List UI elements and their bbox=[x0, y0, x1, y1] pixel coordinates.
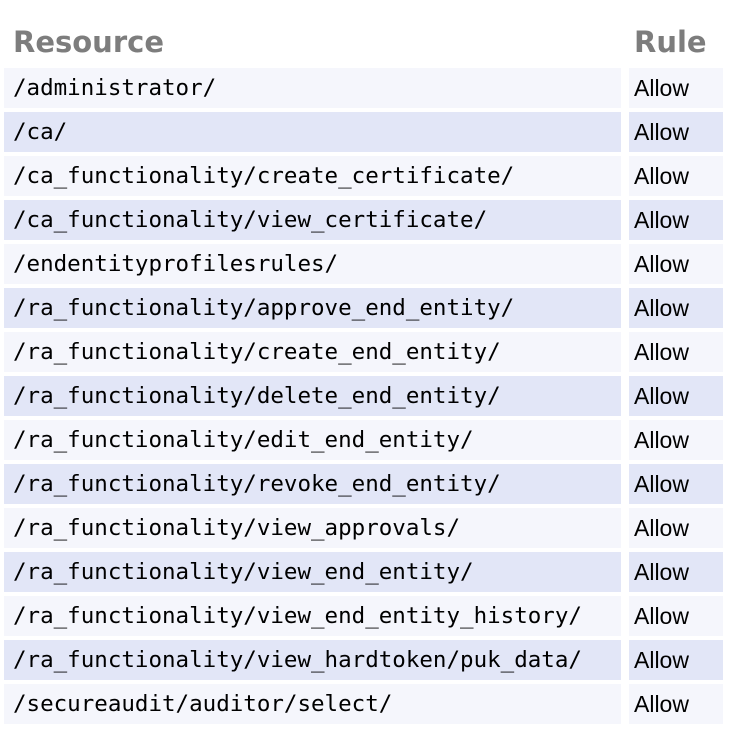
resource-path-cell: /endentityprofilesrules/ bbox=[4, 244, 621, 284]
resource-path-cell: /ra_functionality/edit_end_entity/ bbox=[4, 420, 621, 460]
table-row: /ra_functionality/view_end_entity_histor… bbox=[4, 596, 723, 636]
table-row: /ca_functionality/create_certificate/ Al… bbox=[4, 156, 723, 196]
resource-path-cell: /ra_functionality/view_end_entity/ bbox=[4, 552, 621, 592]
rule-value-cell: Allow bbox=[629, 200, 723, 240]
table-row: /ra_functionality/view_end_entity/ Allow bbox=[4, 552, 723, 592]
rule-value-cell: Allow bbox=[629, 464, 723, 504]
rule-value-cell: Allow bbox=[629, 288, 723, 328]
rule-value-cell: Allow bbox=[629, 156, 723, 196]
resource-path-cell: /ra_functionality/view_end_entity_histor… bbox=[4, 596, 621, 636]
table-row: /ra_functionality/edit_end_entity/ Allow bbox=[4, 420, 723, 460]
rule-value-cell: Allow bbox=[629, 68, 723, 108]
resource-path-cell: /ra_functionality/delete_end_entity/ bbox=[4, 376, 621, 416]
table-row: /ra_functionality/view_hardtoken/puk_dat… bbox=[4, 640, 723, 680]
resource-path-cell: /ra_functionality/view_approvals/ bbox=[4, 508, 621, 548]
rule-value-cell: Allow bbox=[629, 508, 723, 548]
rule-column-header: Rule bbox=[634, 25, 707, 59]
resource-path-cell: /ra_functionality/approve_end_entity/ bbox=[4, 288, 621, 328]
resource-path-cell: /administrator/ bbox=[4, 68, 621, 108]
resource-path-cell: /ra_functionality/create_end_entity/ bbox=[4, 332, 621, 372]
table-row: /ca_functionality/view_certificate/ Allo… bbox=[4, 200, 723, 240]
rule-value-cell: Allow bbox=[629, 332, 723, 372]
table-row: /ra_functionality/revoke_end_entity/ All… bbox=[4, 464, 723, 504]
resource-path-cell: /ca_functionality/create_certificate/ bbox=[4, 156, 621, 196]
resource-column-header: Resource bbox=[13, 25, 164, 59]
resource-path-cell: /ra_functionality/revoke_end_entity/ bbox=[4, 464, 621, 504]
resource-path-cell: /secureaudit/auditor/select/ bbox=[4, 684, 621, 724]
table-row: /ra_functionality/delete_end_entity/ All… bbox=[4, 376, 723, 416]
rule-value-cell: Allow bbox=[629, 640, 723, 680]
rule-value-cell: Allow bbox=[629, 112, 723, 152]
rule-value-cell: Allow bbox=[629, 376, 723, 416]
resource-path-cell: /ca_functionality/view_certificate/ bbox=[4, 200, 621, 240]
rule-value-cell: Allow bbox=[629, 244, 723, 284]
table-row: /ra_functionality/view_approvals/ Allow bbox=[4, 508, 723, 548]
table-row: /administrator/ Allow bbox=[4, 68, 723, 108]
table-row: /ra_functionality/approve_end_entity/ Al… bbox=[4, 288, 723, 328]
table-row: /secureaudit/auditor/select/ Allow bbox=[4, 684, 723, 724]
rule-value-cell: Allow bbox=[629, 420, 723, 460]
access-rules-table: /administrator/ Allow /ca/ Allow /ca_fun… bbox=[0, 68, 746, 724]
table-header-row: Resource Rule bbox=[4, 22, 723, 62]
table-row: /endentityprofilesrules/ Allow bbox=[4, 244, 723, 284]
resource-path-cell: /ca/ bbox=[4, 112, 621, 152]
rule-value-cell: Allow bbox=[629, 552, 723, 592]
rule-value-cell: Allow bbox=[629, 684, 723, 724]
rule-value-cell: Allow bbox=[629, 596, 723, 636]
table-row: /ra_functionality/create_end_entity/ All… bbox=[4, 332, 723, 372]
resource-path-cell: /ra_functionality/view_hardtoken/puk_dat… bbox=[4, 640, 621, 680]
table-row: /ca/ Allow bbox=[4, 112, 723, 152]
